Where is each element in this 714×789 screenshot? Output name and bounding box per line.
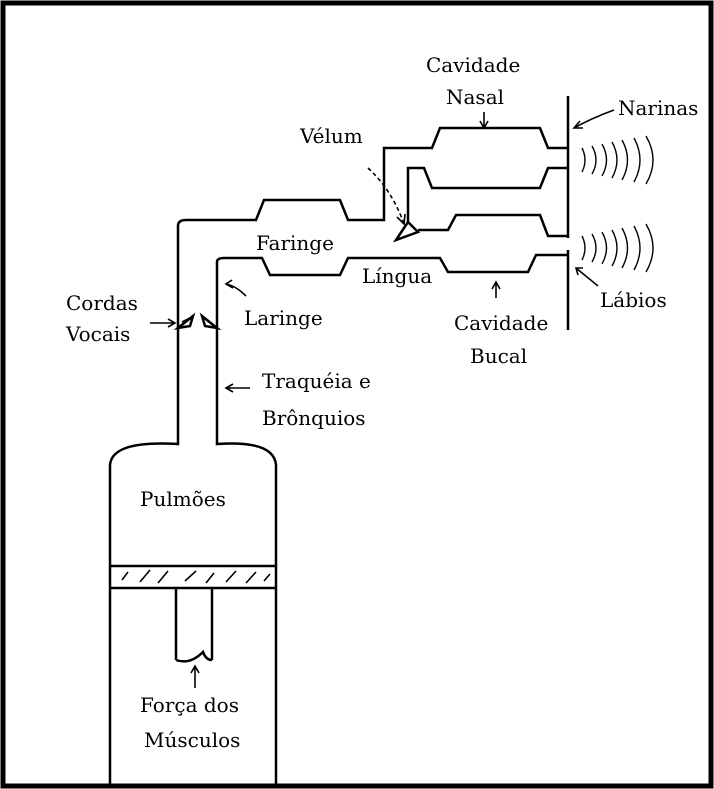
piston-diaphragm bbox=[110, 564, 276, 590]
label-labios: Lábios bbox=[600, 288, 667, 312]
piston-rod bbox=[174, 588, 214, 663]
label-narinas: Narinas bbox=[618, 96, 698, 120]
label-cordas-vocais-2: Vocais bbox=[65, 322, 130, 346]
velum-flap bbox=[392, 220, 421, 243]
label-arrows bbox=[150, 109, 615, 688]
oral-sound-waves bbox=[581, 223, 654, 273]
label-lingua: Língua bbox=[362, 264, 432, 288]
label-cavidade-nasal-1: Cavidade bbox=[426, 53, 520, 77]
label-cavidade-nasal-2: Nasal bbox=[446, 85, 504, 109]
nasal-sound-waves bbox=[581, 135, 654, 185]
vocal-cords bbox=[173, 312, 222, 331]
upper-tract-wall bbox=[176, 126, 568, 227]
lungs-outline bbox=[108, 226, 278, 788]
label-cavidade-bucal-1: Cavidade bbox=[454, 311, 548, 335]
oral-cavity-upper-wall bbox=[418, 213, 568, 238]
nasal-cavity-lower-wall bbox=[406, 166, 568, 222]
label-cordas-vocais-1: Cordas bbox=[66, 291, 138, 315]
label-traqueia-2: Brônquios bbox=[262, 406, 366, 430]
label-traqueia-1: Traquéia e bbox=[262, 369, 371, 393]
label-velum: Vélum bbox=[299, 124, 363, 148]
label-pulmoes: Pulmões bbox=[140, 487, 226, 511]
label-forca-1: Força dos bbox=[140, 693, 239, 717]
label-cavidade-bucal-2: Bucal bbox=[470, 344, 527, 368]
lower-tract-wall bbox=[215, 253, 568, 277]
label-laringe: Laringe bbox=[244, 306, 323, 330]
label-faringe: Faringe bbox=[256, 231, 334, 255]
label-forca-2: Músculos bbox=[144, 728, 240, 752]
